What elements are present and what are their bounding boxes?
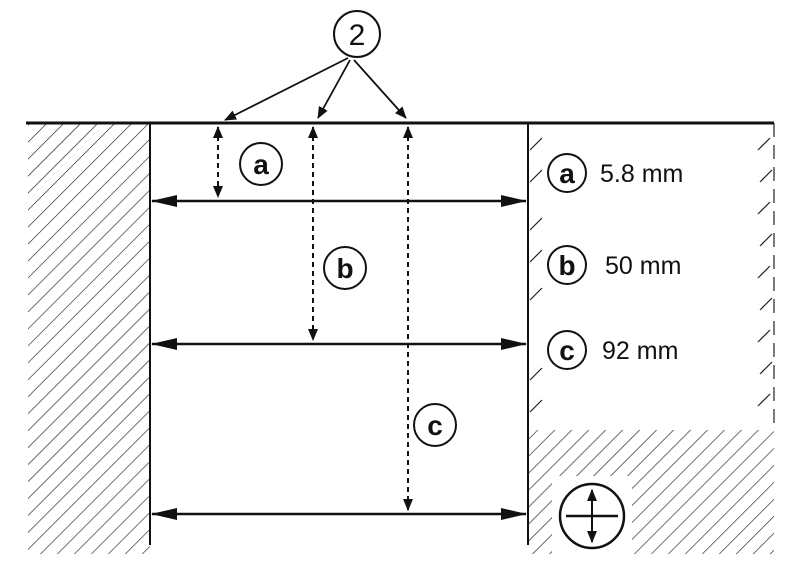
- svg-text:c: c: [427, 410, 443, 441]
- legend-c: c 92 mm: [547, 330, 678, 370]
- bore-label-a: a: [239, 142, 283, 186]
- callout-2: 2: [224, 10, 407, 121]
- bore-label-c: c: [413, 403, 457, 447]
- left-wall-hatch: [28, 124, 150, 554]
- legend-a-value: 5.8 mm: [600, 160, 683, 188]
- measure-symbol-icon: [558, 482, 626, 550]
- svg-text:b: b: [336, 253, 353, 284]
- svg-text:a: a: [559, 158, 575, 189]
- callout-number: 2: [349, 19, 366, 52]
- legend-c-value: 92 mm: [602, 337, 678, 365]
- svg-text:b: b: [558, 250, 575, 281]
- legend-b-value: 50 mm: [605, 252, 681, 280]
- bore-label-b: b: [323, 246, 367, 290]
- legend-a: a 5.8 mm: [547, 153, 683, 193]
- legend-b: b 50 mm: [547, 245, 681, 285]
- svg-text:a: a: [253, 149, 269, 180]
- svg-text:c: c: [559, 335, 575, 366]
